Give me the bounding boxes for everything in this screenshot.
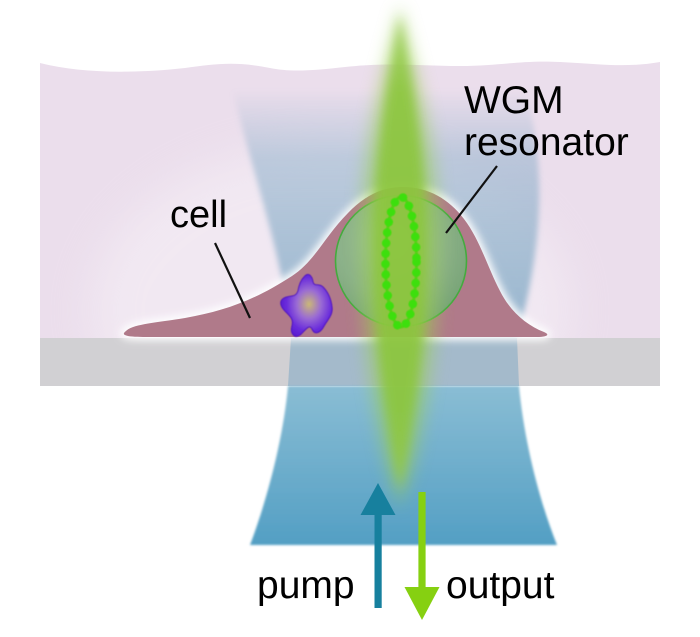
wgm-label-line2: resonator <box>464 121 629 164</box>
pump-arrow-shaft <box>374 506 382 608</box>
pump-label: pump <box>257 564 355 607</box>
output-arrow-head <box>404 587 440 620</box>
output-arrow-icon <box>404 492 440 620</box>
wgm-mode-ring <box>381 192 421 332</box>
pump-arrow-head <box>360 483 396 515</box>
organelle-star <box>280 274 333 337</box>
cell-leader-line <box>214 242 251 319</box>
excitation-beam-core <box>372 15 428 488</box>
output-arrow-shaft <box>418 492 426 590</box>
resonator-leader-line <box>445 165 498 234</box>
wgm-label-line1: WGM <box>464 79 564 122</box>
pump-arrow-icon <box>360 483 396 608</box>
wgm-ring-beads <box>381 192 421 332</box>
output-label: output <box>446 564 555 607</box>
substrate-bar <box>40 338 660 386</box>
cell-label: cell <box>170 194 227 236</box>
